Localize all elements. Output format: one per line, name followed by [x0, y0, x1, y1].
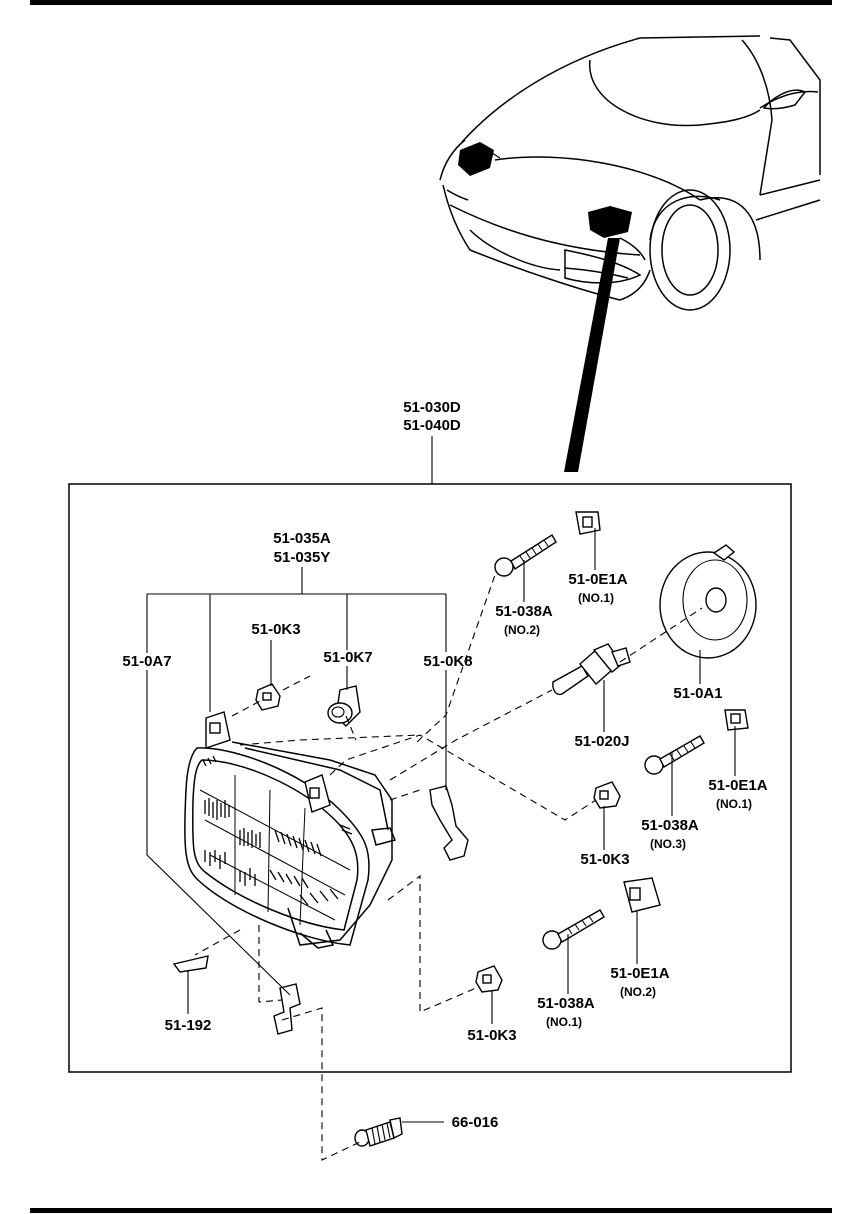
label-51-038a-no1: 51-038A	[537, 995, 595, 1012]
bottom-rule	[30, 1208, 832, 1213]
car-illustration	[439, 35, 821, 472]
clip-0e1a-no2	[623, 877, 661, 913]
label-51-192: 51-192	[165, 1017, 212, 1034]
clip-0k3-bottom	[475, 965, 503, 993]
label-51-0e1a-no2: 51-0E1A	[610, 965, 669, 982]
dust-cover-0a1	[659, 544, 757, 659]
bulb-66-016	[354, 1117, 403, 1147]
label-51-0k3-bottom: 51-0K3	[467, 1027, 516, 1044]
note-51-0e1a-no2: (NO.2)	[620, 985, 656, 999]
group-code-2: 51-035Y	[274, 549, 331, 566]
adjuster-0a7	[273, 983, 301, 1035]
clip-0k3-top	[255, 683, 281, 711]
leader-lines	[146, 528, 736, 1123]
label-51-0a7: 51-0A7	[122, 653, 171, 670]
note-51-0e1a-no1-top: (NO.1)	[578, 591, 614, 605]
diagram-frame	[68, 483, 792, 1073]
label-51-038a-no3: 51-038A	[641, 817, 699, 834]
label-51-0k8: 51-0K8	[423, 653, 472, 670]
screw-038a-no2	[494, 534, 557, 577]
screw-038a-no1	[542, 909, 605, 950]
headlamp-unit	[184, 711, 397, 949]
label-51-0a1: 51-0A1	[673, 685, 722, 702]
clip-0k7	[327, 685, 361, 727]
label-66-016: 66-016	[452, 1114, 499, 1131]
note-51-038a-no1: (NO.1)	[546, 1015, 582, 1029]
screw-038a-no3	[644, 735, 705, 775]
bulb-020j	[552, 643, 631, 696]
note-51-038a-no2: (NO.2)	[504, 623, 540, 637]
label-51-0e1a-no1-mid: 51-0E1A	[708, 777, 767, 794]
clip-0e1a-no1-top	[575, 511, 601, 535]
assembly-code-2: 51-040D	[403, 417, 461, 434]
note-51-0e1a-no1-mid: (NO.1)	[716, 797, 752, 811]
clip-0e1a-no1-mid	[724, 709, 749, 731]
label-51-0k3-top: 51-0K3	[251, 621, 300, 638]
clip-192	[172, 955, 209, 973]
group-bracket	[146, 567, 447, 712]
top-rule	[30, 0, 832, 5]
group-code-1: 51-035A	[273, 530, 331, 547]
label-51-038a-no2: 51-038A	[495, 603, 553, 620]
assembly-code-1: 51-030D	[403, 399, 461, 416]
label-51-0e1a-no1-top: 51-0E1A	[568, 571, 627, 588]
assembly-lines	[194, 574, 703, 1161]
note-51-038a-no3: (NO.3)	[650, 837, 686, 851]
label-51-0k7: 51-0K7	[323, 649, 372, 666]
label-51-0k3-mid: 51-0K3	[580, 851, 629, 868]
bracket-0k8	[429, 785, 469, 861]
clip-0k3-mid	[593, 781, 621, 809]
label-51-020j: 51-020J	[574, 733, 629, 750]
